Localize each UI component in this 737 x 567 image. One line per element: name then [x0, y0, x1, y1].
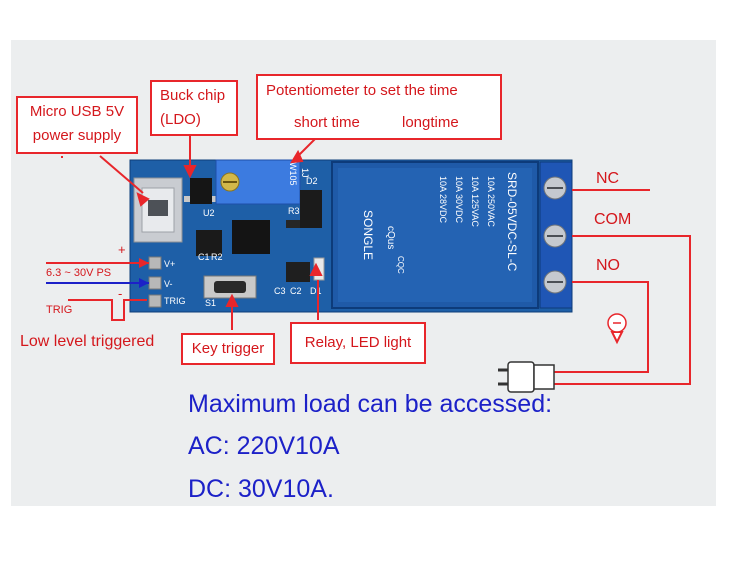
low-level-label: Low level triggered	[20, 333, 155, 350]
relay-led-label: Relay, LED light	[304, 334, 412, 351]
relay-cert: cQus	[385, 226, 396, 249]
short-time-label: short time	[294, 114, 360, 131]
spec-dc: DC: 30V10A.	[188, 475, 334, 503]
silk-r2: R2	[211, 252, 223, 262]
nc-label: NC	[596, 170, 620, 187]
buck-line-2: (LDO)	[160, 111, 201, 128]
minus-label: -	[118, 286, 123, 301]
relay-rating-1: 10A 250VAC	[486, 176, 496, 227]
relay-model: SRD-05VDC-SL-C	[505, 172, 519, 272]
timer-ic	[232, 220, 270, 254]
screw-terminal	[539, 161, 573, 309]
silk-u2: U2	[203, 208, 215, 218]
relay	[331, 161, 539, 309]
key-trigger-switch	[203, 275, 257, 299]
pin-label-vplus: V+	[164, 259, 175, 269]
buck-callout: Buck chip (LDO)	[150, 80, 238, 136]
pot-title: Potentiometer to set the time	[266, 82, 458, 99]
pot-code: W105	[288, 162, 298, 186]
relay-brand: SONGLE	[361, 210, 375, 260]
trig-label: TRIG	[46, 304, 73, 316]
silk-d2: D2	[306, 176, 318, 186]
relay-led-callout: Relay, LED light	[290, 322, 426, 364]
key-trigger-callout: Key trigger	[181, 333, 275, 365]
silk-s1: S1	[205, 298, 216, 308]
potentiometer	[215, 159, 301, 205]
usb-line-1: Micro USB 5V	[29, 103, 125, 120]
com-label: COM	[594, 211, 632, 228]
ps-label: 6.3 ~ 30V PS	[46, 267, 112, 279]
silk-c2: C2	[290, 286, 302, 296]
long-time-label: longtime	[402, 114, 459, 131]
spec-ac: AC: 220V10A	[188, 432, 340, 460]
silk-d1: D1	[310, 286, 322, 296]
buck-line-1: Buck chip	[160, 87, 226, 104]
pin-label-vminus: V-	[164, 279, 173, 289]
pot-label: 1J	[300, 168, 310, 178]
usb-line-2: power supply	[32, 127, 122, 144]
spec-title: Maximum load can be accessed:	[188, 390, 553, 418]
relay-rating-4: 10A 28VDC	[438, 176, 448, 224]
silk-c1: C1	[198, 252, 210, 262]
buck-chip	[190, 178, 212, 204]
relay-rating-3: 10A 30VDC	[454, 176, 464, 224]
lamp-icon	[607, 313, 627, 333]
key-trigger-label: Key trigger	[191, 340, 265, 357]
no-label: NO	[596, 257, 620, 274]
pin-label-trig: TRIG	[164, 296, 186, 306]
silk-c3: C3	[274, 286, 286, 296]
relay-cqc: CQC	[396, 256, 405, 274]
plug-icon	[498, 361, 555, 393]
micro-usb-connector	[133, 177, 183, 243]
relay-rating-2: 10A 125VAC	[470, 176, 480, 227]
silk-r3: R3	[288, 206, 300, 216]
plus-label: +	[118, 242, 126, 257]
pot-callout: Potentiometer to set the time	[256, 74, 502, 140]
usb-callout: Micro USB 5V power supply	[16, 96, 138, 154]
